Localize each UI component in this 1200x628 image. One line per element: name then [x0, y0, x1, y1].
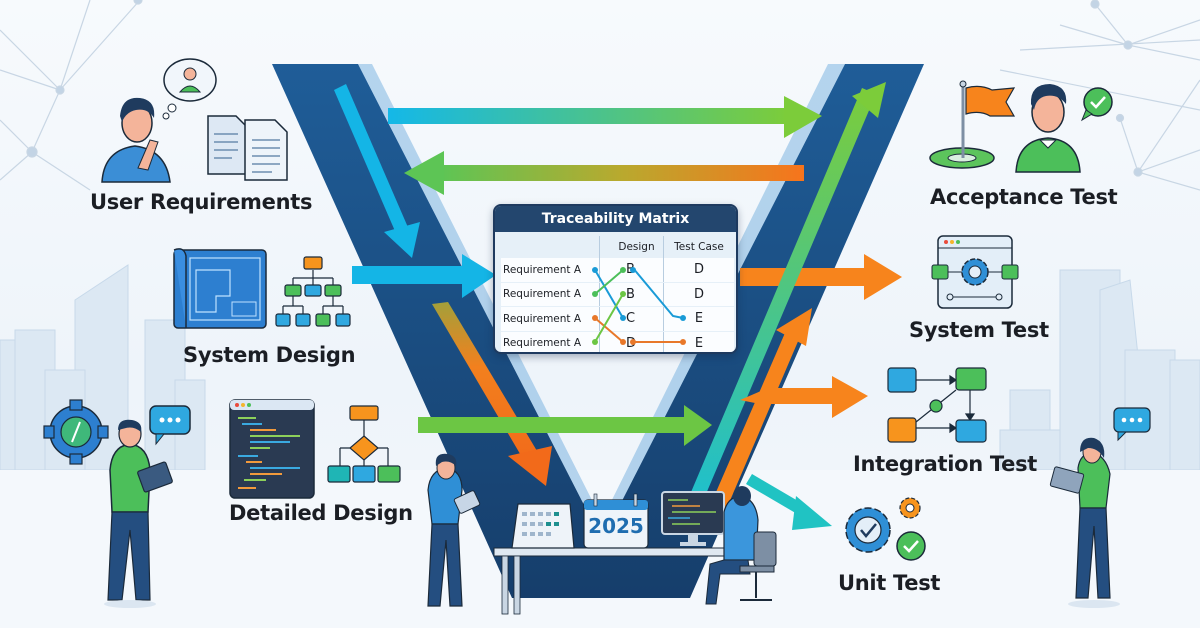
calendar-grid-icon — [511, 503, 575, 549]
matrix-row: Requirement A C E — [501, 307, 734, 331]
arrow-detailed-to-integration — [418, 405, 712, 446]
label-acceptance-test: Acceptance Test — [930, 185, 1118, 209]
arrow-matrix-to-systemtest — [740, 254, 902, 300]
thinking-person-icon — [101, 97, 171, 183]
integration-flow-icon — [887, 367, 987, 443]
matrix-cell-test-case: E — [663, 331, 734, 352]
matrix-cell-requirement: Requirement A — [503, 288, 582, 301]
traceability-matrix: Traceability Matrix Design Test Case Req… — [493, 204, 738, 354]
arrow-right-up-green — [686, 82, 886, 508]
gear-check-icon — [845, 507, 891, 553]
check-circle-icon — [896, 531, 926, 561]
matrix-row: Requirement A D E — [501, 331, 734, 352]
check-bubble-icon — [1080, 87, 1113, 122]
matrix-cell-requirement: Requirement A — [503, 263, 582, 276]
blueprint-icon — [173, 248, 267, 329]
gear-code-icon — [43, 399, 109, 465]
thought-bubble-icon — [162, 58, 217, 120]
matrix-header-design: Design — [599, 236, 663, 258]
matrix-header-row: Design Test Case — [501, 236, 734, 258]
arrow-left-down-cyan — [334, 84, 420, 258]
matrix-cell-requirement: Requirement A — [503, 312, 582, 325]
arrow-userreq-to-acceptance — [388, 96, 822, 138]
matrix-cell-design: B — [599, 282, 663, 306]
hierarchy-icon — [275, 256, 351, 327]
person-with-tablet-center — [427, 453, 481, 607]
flowchart-icon — [327, 405, 401, 483]
matrix-cell-test-case: D — [663, 258, 734, 282]
label-detailed-design: Detailed Design — [229, 501, 413, 525]
documents-icon — [207, 115, 288, 181]
label-integration-test: Integration Test — [853, 452, 1038, 476]
calendar-year-text: 2025 — [588, 514, 644, 538]
person-with-tablet-left — [104, 419, 173, 608]
system-window-gear-icon — [931, 235, 1019, 309]
matrix-row: Requirement A B D — [501, 282, 734, 306]
arrow-to-unit-test — [746, 474, 832, 530]
arrow-right-up-orange — [710, 308, 812, 510]
matrix-grid: Design Test Case Requirement A B D Requi… — [501, 236, 734, 352]
matrix-cell-design: D — [599, 331, 663, 352]
chat-bubble-right-icon — [1113, 407, 1151, 442]
person-icon — [1015, 84, 1081, 173]
matrix-cell-design: C — [599, 307, 663, 331]
label-system-design: System Design — [183, 343, 356, 367]
matrix-header-test-case: Test Case — [663, 236, 734, 258]
network-lines-left — [0, 0, 143, 191]
matrix-cell-test-case: E — [663, 307, 734, 331]
arrow-acceptance-to-userreq — [404, 151, 804, 195]
code-window-icon — [229, 399, 315, 499]
small-gear-icon — [899, 497, 921, 519]
seated-person-at-computer — [705, 486, 777, 605]
matrix-cell-requirement: Requirement A — [503, 337, 582, 350]
matrix-row: Requirement A B D — [501, 258, 734, 282]
label-system-test: System Test — [909, 318, 1049, 342]
arrow-to-integration-test — [740, 376, 868, 418]
matrix-cell-test-case: D — [663, 282, 734, 306]
flag-icon — [929, 80, 1016, 169]
matrix-cell-design: B — [599, 258, 663, 282]
matrix-title: Traceability Matrix — [495, 206, 736, 232]
label-unit-test: Unit Test — [838, 571, 941, 595]
calendar-year-icon — [583, 493, 649, 549]
chat-bubble-icon — [149, 405, 191, 446]
label-user-requirements: User Requirements — [90, 190, 313, 214]
arrow-systemdesign-to-matrix — [352, 254, 496, 298]
computer-monitor-icon — [661, 491, 725, 546]
person-with-tablet-right — [1049, 437, 1120, 608]
